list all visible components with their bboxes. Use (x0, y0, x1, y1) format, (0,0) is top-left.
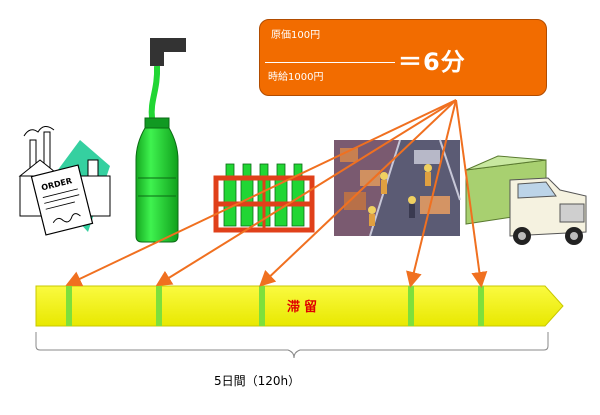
truck-icon (465, 155, 587, 245)
bottle-crate-icon (213, 163, 315, 233)
stagnation-label: 滞留 (287, 300, 322, 315)
formula-numerator: 原価100円 (271, 30, 321, 41)
fraction-line (265, 62, 395, 63)
arrow-to-warehouse (406, 99, 457, 288)
cost-formula-box (259, 19, 547, 96)
timeline-marker (259, 286, 265, 326)
arrow-to-truck (455, 99, 488, 288)
arrow-to-order (65, 99, 457, 287)
duration-bracket (35, 332, 549, 359)
formula-result: ＝6分 (398, 48, 466, 76)
timeline-marker (478, 286, 484, 326)
cost-arrows (65, 99, 488, 288)
arrow-to-crate (259, 99, 457, 287)
duration-label: 5日間（120h） (214, 374, 301, 388)
warehouse-image (334, 139, 461, 237)
timeline-marker (408, 286, 414, 326)
bottle-icon (135, 38, 186, 243)
timeline-marker (156, 286, 162, 326)
timeline-marker (66, 286, 72, 326)
order-document-icon: ORDER (18, 126, 111, 236)
timeline-bar (35, 285, 564, 327)
formula-denominator: 時給1000円 (268, 72, 324, 83)
arrow-to-bottle (155, 99, 457, 287)
